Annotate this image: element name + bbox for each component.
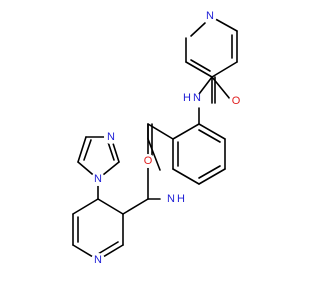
bond [211,76,231,100]
bond [211,61,238,78]
bond [97,241,119,255]
bond [72,198,99,215]
atom-label: N [167,193,175,205]
bond [190,59,211,72]
atom-label: H [177,193,185,205]
atom-label: N [107,131,115,143]
atom-label: H [183,92,191,104]
bond [198,165,221,179]
bond [190,22,206,37]
bond [83,139,92,161]
bond [198,123,226,140]
atom-label: O [232,95,241,107]
atom-label: N [193,92,201,104]
bond [185,61,213,78]
bond [172,168,200,185]
bond [77,136,87,163]
bond [198,168,226,185]
bond [97,198,124,215]
molecule-svg: N H N O O N H N N N [72,9,243,267]
atom-label: N [206,10,214,22]
atom-label: N [94,254,102,266]
bond [172,123,200,140]
bonds [72,15,238,261]
atom-label: N [94,173,102,185]
atom-labels: N H N O O N H N N N [91,9,243,267]
bond [198,129,221,143]
bond [122,198,149,215]
molecule-diagram: N H N O O N H N N N [72,9,243,267]
bond [147,138,161,171]
atom-label: O [144,155,153,167]
